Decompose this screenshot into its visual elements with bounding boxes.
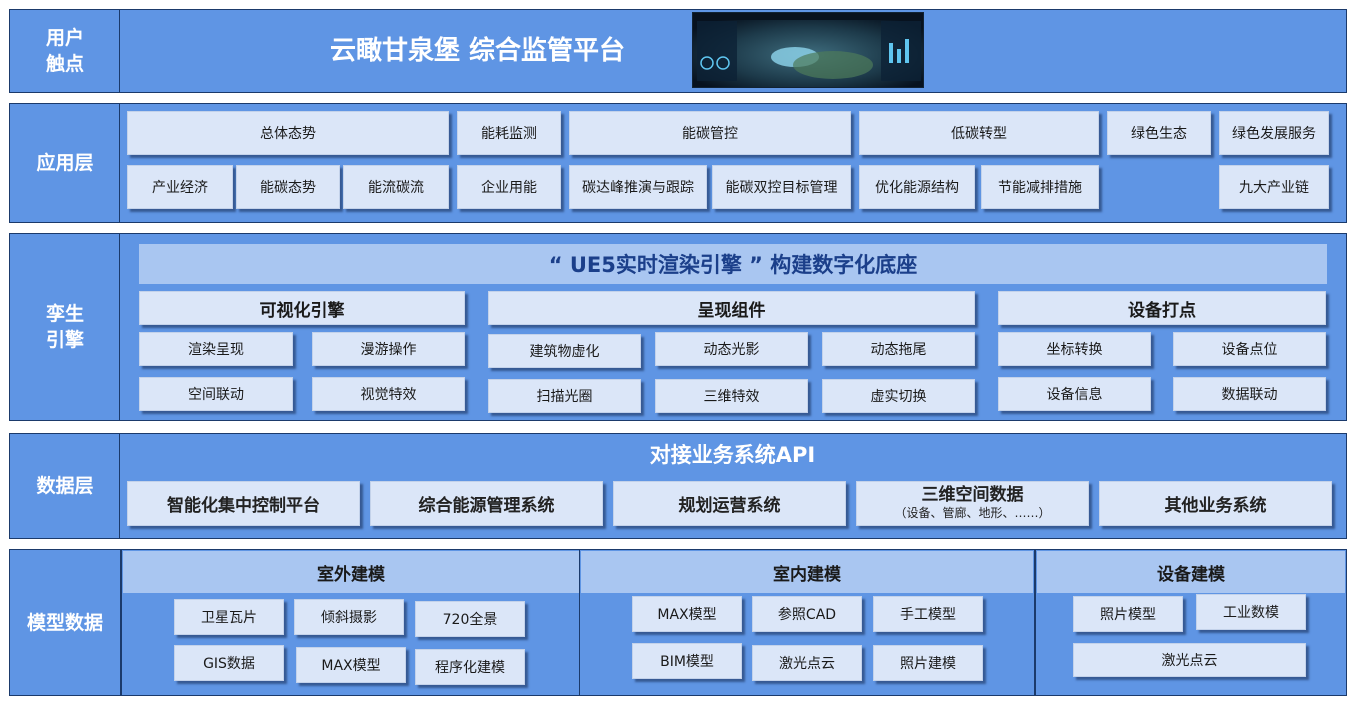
app-enterprise-energy[interactable]: 企业用能 bbox=[457, 165, 561, 209]
model-max-outdoor[interactable]: MAX模型 bbox=[296, 647, 406, 683]
twin-coordinate-transform[interactable]: 坐标转换 bbox=[998, 332, 1151, 366]
api-title: 对接业务系统API bbox=[649, 443, 816, 467]
twin-dynamic-lighting[interactable]: 动态光影 bbox=[655, 332, 808, 366]
system-3d-spatial-data-label: 三维空间数据 bbox=[921, 484, 1024, 505]
ue5-banner: “ UE5实时渲染引擎 ” 构建数字化底座 bbox=[139, 244, 1327, 284]
twin-device-info[interactable]: 设备信息 bbox=[998, 377, 1151, 411]
model-procedural[interactable]: 程序化建模 bbox=[415, 649, 525, 685]
twin-group-components: 呈现组件 bbox=[488, 291, 975, 325]
system-3d-spatial-data[interactable]: 三维空间数据 （设备、管廊、地形、……） bbox=[856, 481, 1089, 526]
row-label-twin-engine: 孪生 引擎 bbox=[9, 233, 121, 421]
platform-title: 云瞰甘泉堡 综合监管平台 bbox=[330, 36, 626, 66]
app-energy-saving-measures[interactable]: 节能减排措施 bbox=[981, 165, 1099, 209]
system-energy-management[interactable]: 综合能源管理系统 bbox=[370, 481, 603, 526]
app-low-carbon-transition[interactable]: 低碳转型 bbox=[859, 111, 1099, 155]
row-label-user-touchpoint: 用户 触点 bbox=[9, 9, 121, 93]
app-energy-monitoring[interactable]: 能耗监测 bbox=[457, 111, 561, 155]
twin-data-linkage[interactable]: 数据联动 bbox=[1173, 377, 1326, 411]
app-overall-situation[interactable]: 总体态势 bbox=[127, 111, 449, 155]
twin-building-blur[interactable]: 建筑物虚化 bbox=[488, 334, 641, 368]
app-nine-industry-chains[interactable]: 九大产业链 bbox=[1219, 165, 1329, 209]
model-reference-cad[interactable]: 参照CAD bbox=[752, 596, 862, 632]
model-max-indoor[interactable]: MAX模型 bbox=[632, 596, 742, 632]
twin-virtual-real-switch[interactable]: 虚实切换 bbox=[822, 379, 975, 413]
twin-group-visual-engine: 可视化引擎 bbox=[139, 291, 465, 325]
model-oblique-photography[interactable]: 倾斜摄影 bbox=[294, 599, 404, 635]
model-manual[interactable]: 手工模型 bbox=[873, 596, 983, 632]
model-bim[interactable]: BIM模型 bbox=[632, 643, 742, 679]
model-720-panorama[interactable]: 720全景 bbox=[415, 601, 525, 637]
twin-roaming[interactable]: 漫游操作 bbox=[312, 332, 465, 366]
twin-dynamic-trail[interactable]: 动态拖尾 bbox=[822, 332, 975, 366]
row-label-data: 数据层 bbox=[9, 433, 121, 539]
model-outdoor-title: 室外建模 bbox=[123, 551, 579, 593]
twin-visual-effects[interactable]: 视觉特效 bbox=[312, 377, 465, 411]
app-optimize-energy-structure[interactable]: 优化能源结构 bbox=[859, 165, 975, 209]
system-3d-spatial-data-note: （设备、管廊、地形、……） bbox=[894, 505, 1051, 520]
row-label-application: 应用层 bbox=[9, 103, 121, 223]
app-carbon-peak-tracking[interactable]: 碳达峰推演与跟踪 bbox=[569, 165, 707, 209]
app-green-ecology[interactable]: 绿色生态 bbox=[1107, 111, 1211, 155]
system-planning-operation[interactable]: 规划运营系统 bbox=[613, 481, 846, 526]
twin-group-device-points: 设备打点 bbox=[998, 291, 1326, 325]
app-energy-carbon-flow[interactable]: 能流碳流 bbox=[343, 165, 449, 209]
platform-screenshot bbox=[692, 12, 924, 88]
twin-scan-ring[interactable]: 扫描光圈 bbox=[488, 379, 641, 413]
app-industrial-economy[interactable]: 产业经济 bbox=[127, 165, 233, 209]
model-photo-model[interactable]: 照片模型 bbox=[1073, 596, 1183, 632]
twin-rendering[interactable]: 渲染呈现 bbox=[139, 332, 293, 366]
app-energy-carbon-situation[interactable]: 能碳态势 bbox=[236, 165, 340, 209]
model-device-title: 设备建模 bbox=[1037, 551, 1345, 593]
model-photo-modeling[interactable]: 照片建模 bbox=[873, 645, 983, 681]
model-gis-data[interactable]: GIS数据 bbox=[174, 645, 284, 681]
twin-spatial-linkage[interactable]: 空间联动 bbox=[139, 377, 293, 411]
app-energy-carbon-control[interactable]: 能碳管控 bbox=[569, 111, 851, 155]
row-label-model-data: 模型数据 bbox=[9, 549, 121, 696]
twin-device-points[interactable]: 设备点位 bbox=[1173, 332, 1326, 366]
model-laser-cloud-indoor[interactable]: 激光点云 bbox=[752, 645, 862, 681]
system-other-business[interactable]: 其他业务系统 bbox=[1099, 481, 1332, 526]
app-dual-control-targets[interactable]: 能碳双控目标管理 bbox=[712, 165, 851, 209]
model-laser-cloud-device[interactable]: 激光点云 bbox=[1073, 643, 1306, 677]
model-indoor-title: 室内建模 bbox=[581, 551, 1033, 593]
app-green-development-service[interactable]: 绿色发展服务 bbox=[1219, 111, 1329, 155]
model-satellite-tiles[interactable]: 卫星瓦片 bbox=[174, 599, 284, 635]
system-smart-control[interactable]: 智能化集中控制平台 bbox=[127, 481, 360, 526]
twin-3d-effects[interactable]: 三维特效 bbox=[655, 379, 808, 413]
model-industrial-digital[interactable]: 工业数模 bbox=[1196, 594, 1306, 630]
